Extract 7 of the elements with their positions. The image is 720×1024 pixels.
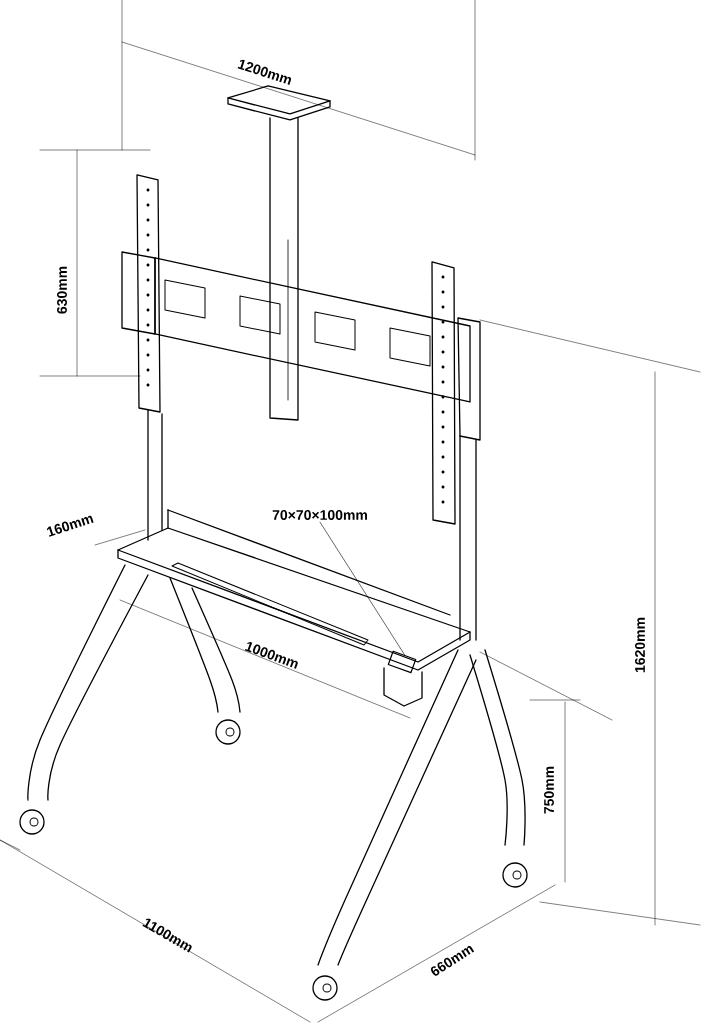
dimension-label: 630mm (57, 266, 67, 314)
dimension-label: 70×70×100mm (272, 510, 367, 520)
cup-holder-box (387, 650, 417, 674)
dimension-label: 750mm (544, 766, 554, 814)
dimension-label: 160mm (46, 515, 94, 537)
dimension-label: 1620mm (635, 617, 645, 673)
leader-line (319, 521, 405, 656)
